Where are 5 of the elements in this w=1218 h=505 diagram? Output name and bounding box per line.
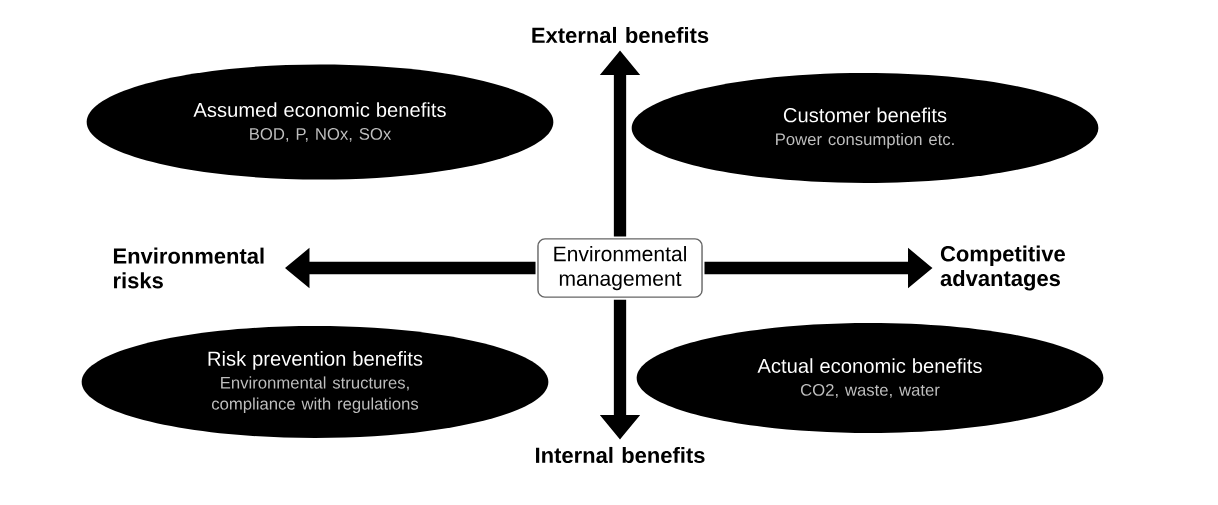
axis-label: External benefits (532, 26, 709, 44)
axis-label: Competitive advantages (940, 245, 1065, 291)
axis-label: Internal benefits (536, 446, 705, 464)
center-box: Environmental management (537, 238, 703, 298)
axis-label: Environmental risks (113, 247, 264, 289)
